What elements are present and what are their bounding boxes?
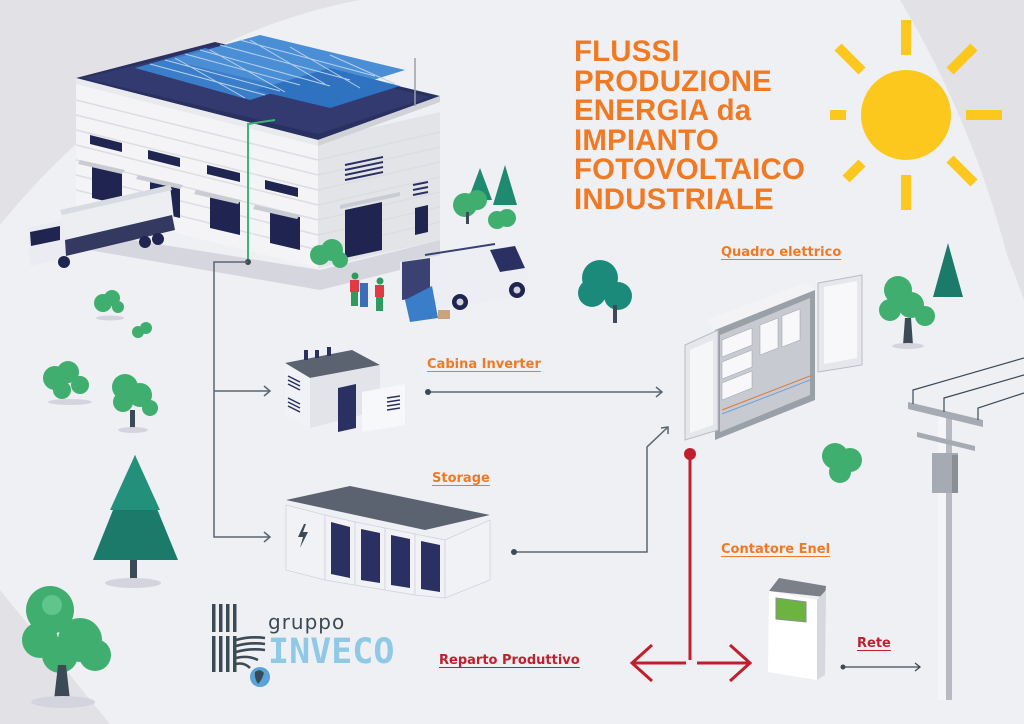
warehouse-building [60, 35, 441, 290]
label-quadro-elettrico: Quadro elettrico [721, 245, 842, 260]
pv-output-line [247, 119, 276, 262]
page-title: FLUSSI PRODUZIONE ENERGIA da IMPIANTO FO… [574, 37, 805, 214]
label-contatore-enel: Contatore Enel [721, 542, 831, 557]
logo-text-gruppo: gruppo [268, 610, 346, 634]
trees-decoration [22, 165, 963, 708]
title-line-4: IMPIANTO [574, 123, 719, 157]
inveco-logo-mark [212, 604, 270, 687]
title-line-3: ENERGIA da [574, 94, 752, 127]
battery-storage-illustration [285, 486, 491, 599]
service-van [400, 243, 528, 322]
storage-to-panel-flow [514, 426, 669, 553]
meter-to-grid-flow [843, 662, 922, 672]
title-line-2: PRODUZIONE [574, 64, 772, 98]
logo-text-inveco: INVECO [268, 632, 395, 672]
truck [28, 185, 175, 268]
label-rete: Rete [857, 636, 891, 651]
ac-output-flow [629, 448, 753, 683]
title-line-5: FOTOVOLTAICO [574, 153, 806, 186]
title-line-1: FLUSSI [574, 35, 680, 68]
energy-meter-illustration [768, 578, 826, 680]
inverter-to-panel-flow [428, 386, 664, 398]
label-cabina-inverter: Cabina Inverter [427, 357, 541, 372]
title-line-6: INDUSTRIALE [574, 182, 774, 216]
solar-panels [135, 35, 405, 108]
power-pole-illustration [908, 357, 1024, 700]
technicians [350, 272, 384, 311]
label-reparto-produttivo: Reparto Produttivo [439, 653, 580, 668]
dc-distribution-lines [213, 261, 272, 543]
label-storage: Storage [432, 471, 490, 486]
inverter-cabin-illustration [285, 347, 405, 432]
sun-icon [830, 20, 1002, 210]
electrical-panel-illustration [684, 274, 863, 441]
